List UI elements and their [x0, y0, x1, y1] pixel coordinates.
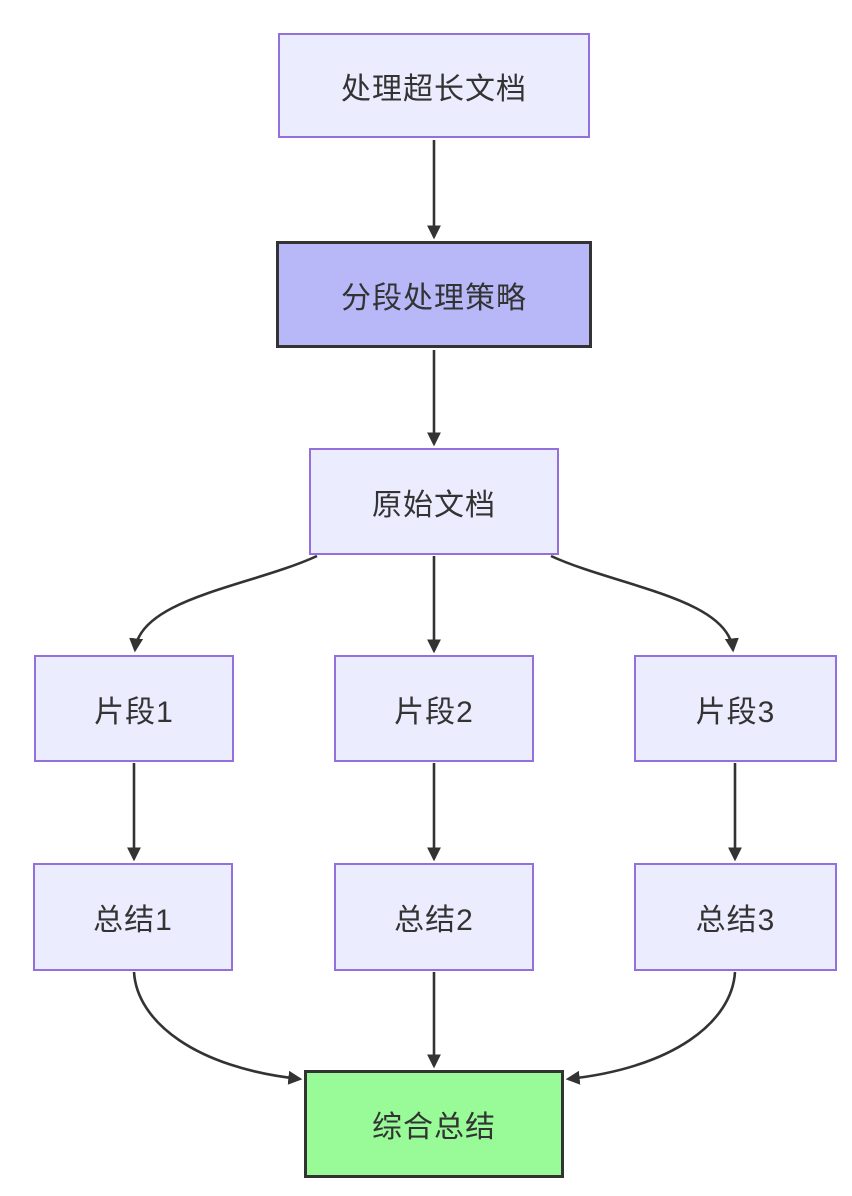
edge-summary3-to-final — [565, 971, 737, 1085]
edge-summary1-to-final — [132, 971, 303, 1085]
node-summary2: 总结2 — [334, 863, 534, 971]
node-fragment3: 片段3 — [634, 655, 837, 762]
node-final-summary: 综合总结 — [304, 1070, 564, 1178]
node-original-doc: 原始文档 — [309, 448, 559, 555]
edge-original-to-fragment3 — [550, 554, 739, 653]
node-process-long-doc: 处理超长文档 — [278, 33, 590, 138]
node-fragment1: 片段1 — [34, 655, 234, 762]
node-summary3: 总结3 — [634, 863, 837, 971]
node-fragment2: 片段2 — [334, 655, 534, 762]
node-segment-strategy: 分段处理策略 — [276, 241, 592, 348]
edge-original-to-fragment1 — [129, 554, 318, 653]
node-summary1: 总结1 — [33, 863, 233, 971]
